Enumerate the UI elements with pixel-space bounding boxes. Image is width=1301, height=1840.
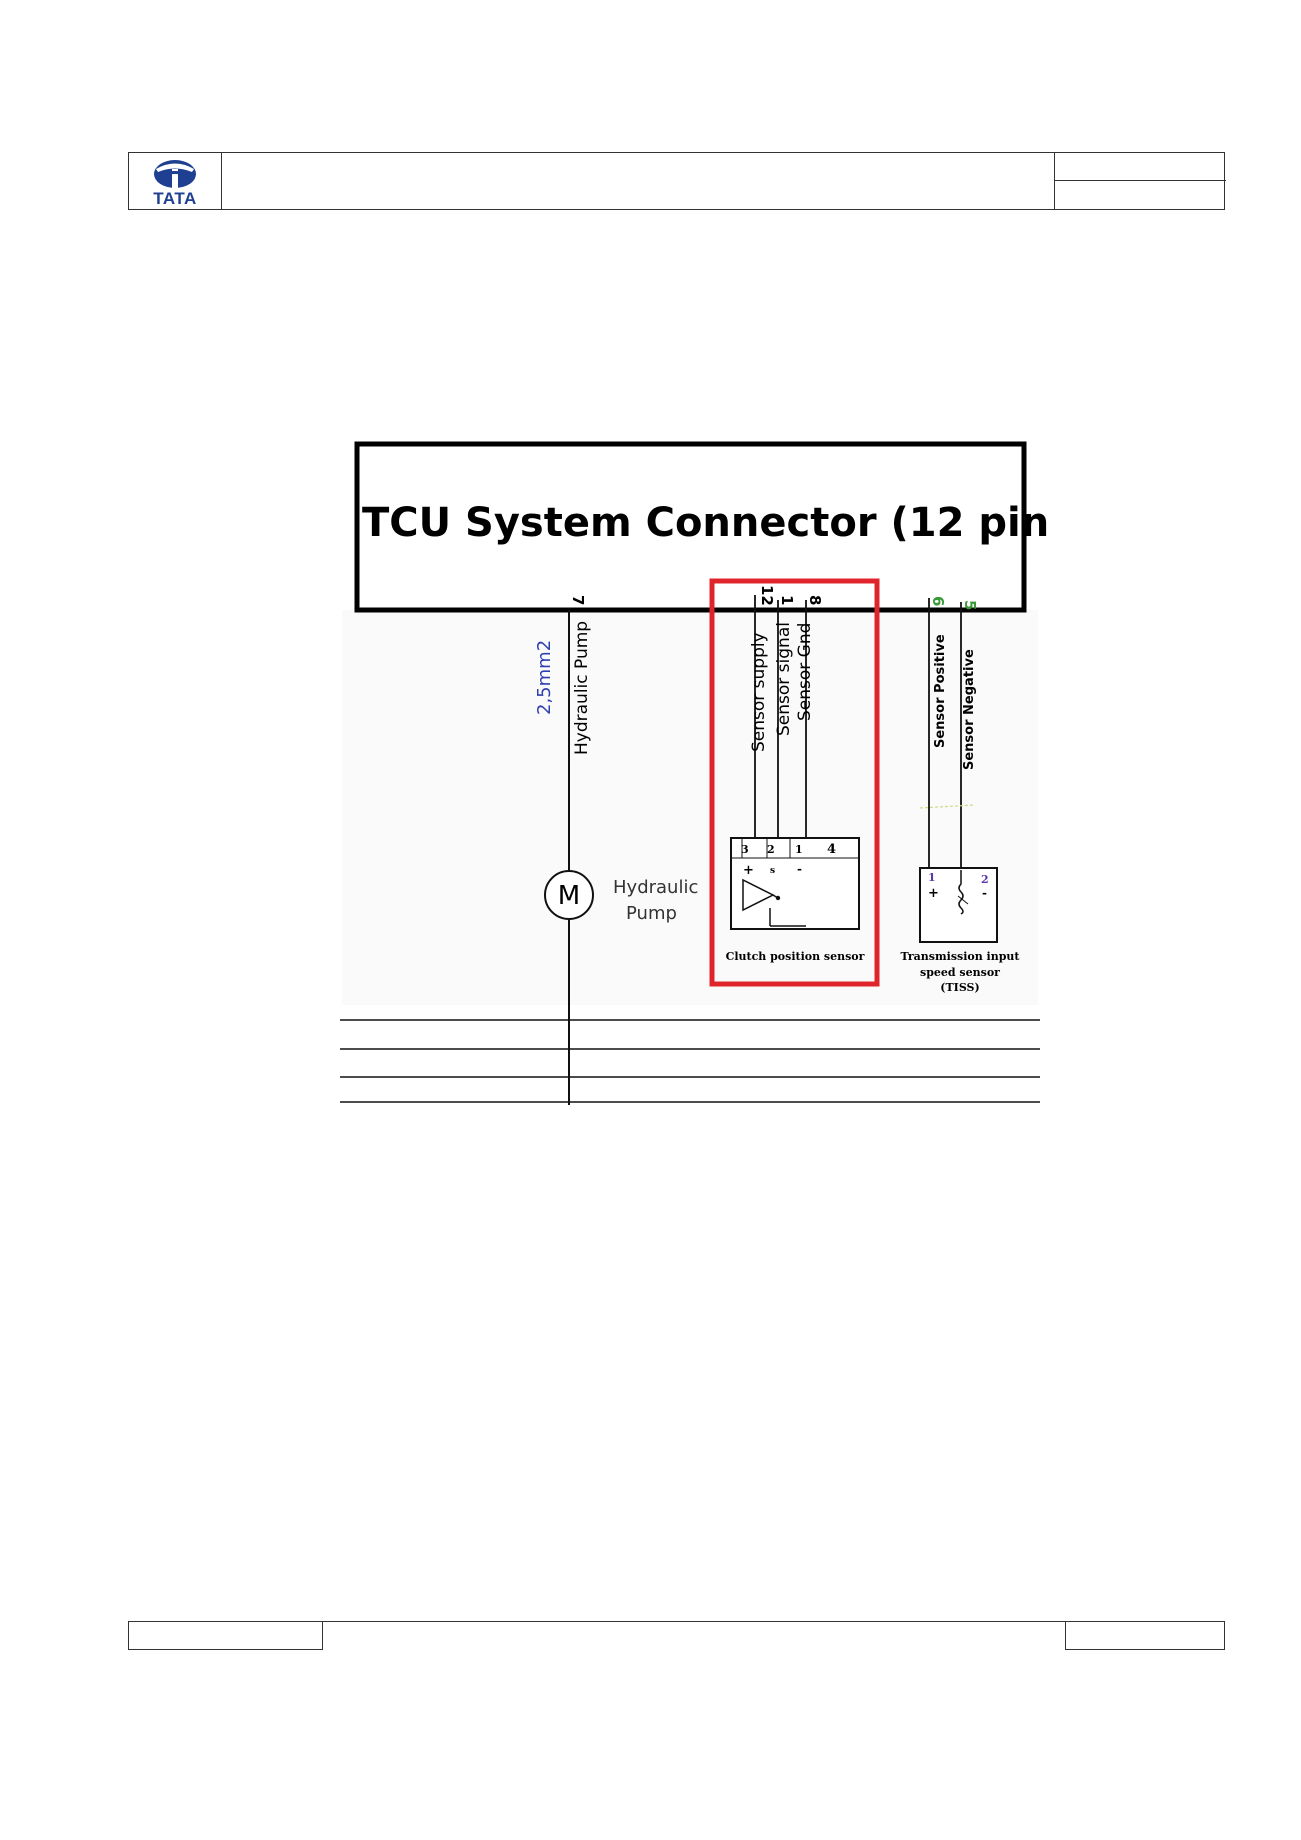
wire-label-sensor-negative: Sensor Negative — [962, 649, 977, 770]
motor-symbol — [544, 870, 594, 920]
tiss-label-line1: Transmission input — [901, 950, 1021, 963]
tiss-label-line2: speed sensor — [920, 966, 1000, 979]
motor-letter: M — [558, 881, 580, 911]
wire-label-sensor-supply: Sensor supply — [749, 632, 769, 752]
sensor-plus: + — [743, 863, 754, 878]
pin-number-5: 5 — [961, 600, 979, 610]
clutch-sensor-label: Clutch position sensor — [726, 950, 865, 963]
pin-number-8: 8 — [806, 595, 824, 605]
wire-size-label: 2,5mm2 — [534, 640, 555, 715]
connector-title: TCU System Connector (12 pin ) — [362, 500, 1050, 546]
header-table: TATA — [128, 152, 1226, 210]
tiss-coil-hatch — [957, 895, 969, 905]
pin-number-6: 6 — [929, 596, 947, 606]
tata-emblem-icon — [154, 160, 196, 188]
footer-right-cell — [1065, 1621, 1225, 1650]
shield-marker — [919, 804, 976, 809]
header-divider — [1054, 153, 1055, 209]
header-divider — [221, 153, 222, 209]
sensor-pin-3: 3 — [741, 843, 749, 856]
footer-rule — [323, 1621, 1065, 1622]
pin-number-7: 7 — [569, 595, 587, 605]
tiss-plus: + — [928, 886, 939, 901]
footer-left-cell — [128, 1621, 323, 1650]
motor-label-line2: Pump — [626, 903, 677, 924]
sensor-amplifier-icon — [742, 878, 775, 912]
wire-label-hydraulic-pump: Hydraulic Pump — [572, 621, 592, 755]
header-divider — [1054, 180, 1226, 181]
pin-number-1: 1 — [778, 595, 796, 605]
clutch-position-sensor — [730, 837, 860, 930]
sensor-pin-2: 2 — [767, 843, 775, 856]
logo-text: TATA — [153, 189, 197, 208]
clutch-sensor-highlight — [709, 578, 880, 987]
tcu-connector-box — [354, 441, 1027, 613]
wire-label-sensor-signal: Sensor signal — [774, 622, 794, 736]
sensor-pin-4: 4 — [827, 842, 836, 857]
motor-label-line1: Hydraulic — [613, 877, 698, 898]
wiring-diagram: TCU System Connector (12 pin ) 7 12 1 8 … — [340, 441, 1050, 1105]
tata-logo: TATA — [129, 153, 221, 209]
sensor-s-mark: s — [770, 866, 775, 876]
tiss-pin-2: 2 — [981, 873, 989, 886]
tiss-minus: - — [982, 886, 987, 900]
tiss-pin-1: 1 — [928, 871, 936, 884]
wire-label-sensor-gnd: Sensor Gnd — [795, 623, 815, 721]
pin-number-12: 12 — [758, 585, 776, 606]
sensor-minus: - — [797, 862, 802, 876]
tiss-label-line3: (TISS) — [940, 981, 979, 994]
sensor-pin-1: 1 — [795, 843, 803, 856]
sensor-node-dot — [775, 895, 781, 901]
wire-label-sensor-positive: Sensor Positive — [933, 634, 948, 748]
tiss-coil-icon — [958, 870, 964, 915]
